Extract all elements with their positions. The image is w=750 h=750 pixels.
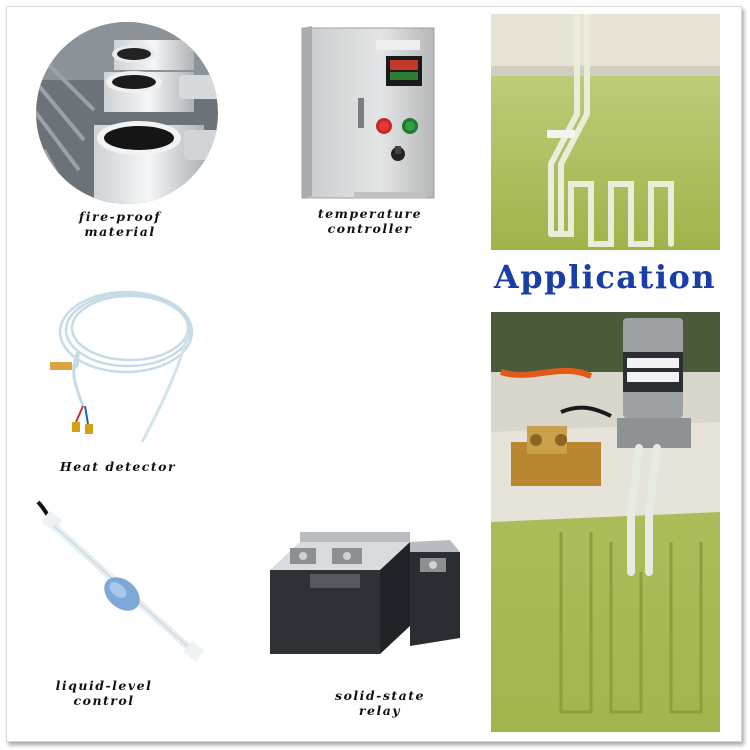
fire-proof-caption: fire-proof material bbox=[50, 209, 190, 239]
caption-line: solid-state bbox=[335, 688, 425, 703]
caption-line: controller bbox=[327, 221, 413, 236]
solid-state-relay-photo bbox=[270, 512, 470, 662]
caption-line: liquid-level bbox=[55, 678, 153, 693]
heat-detector-photo bbox=[38, 272, 198, 450]
liquid-level-photo bbox=[30, 498, 220, 678]
application-photo-bottom bbox=[491, 312, 720, 732]
caption-line: temperature bbox=[317, 206, 423, 221]
caption-line: material bbox=[84, 224, 156, 239]
liquid-level-caption: liquid-level control bbox=[30, 678, 178, 708]
caption-line: Heat detector bbox=[59, 459, 177, 474]
caption-line: fire-proof bbox=[78, 209, 162, 224]
caption-line: relay bbox=[358, 703, 402, 718]
temperature-controller-caption: temperature controller bbox=[300, 206, 440, 236]
application-title: Application bbox=[493, 258, 717, 296]
solid-state-relay-caption: solid-state relay bbox=[310, 688, 450, 718]
heat-detector-caption: Heat detector bbox=[48, 459, 188, 474]
fire-proof-photo bbox=[34, 20, 220, 206]
application-photo-top bbox=[491, 14, 720, 250]
temperature-controller-photo bbox=[298, 26, 438, 204]
caption-line: control bbox=[73, 693, 135, 708]
